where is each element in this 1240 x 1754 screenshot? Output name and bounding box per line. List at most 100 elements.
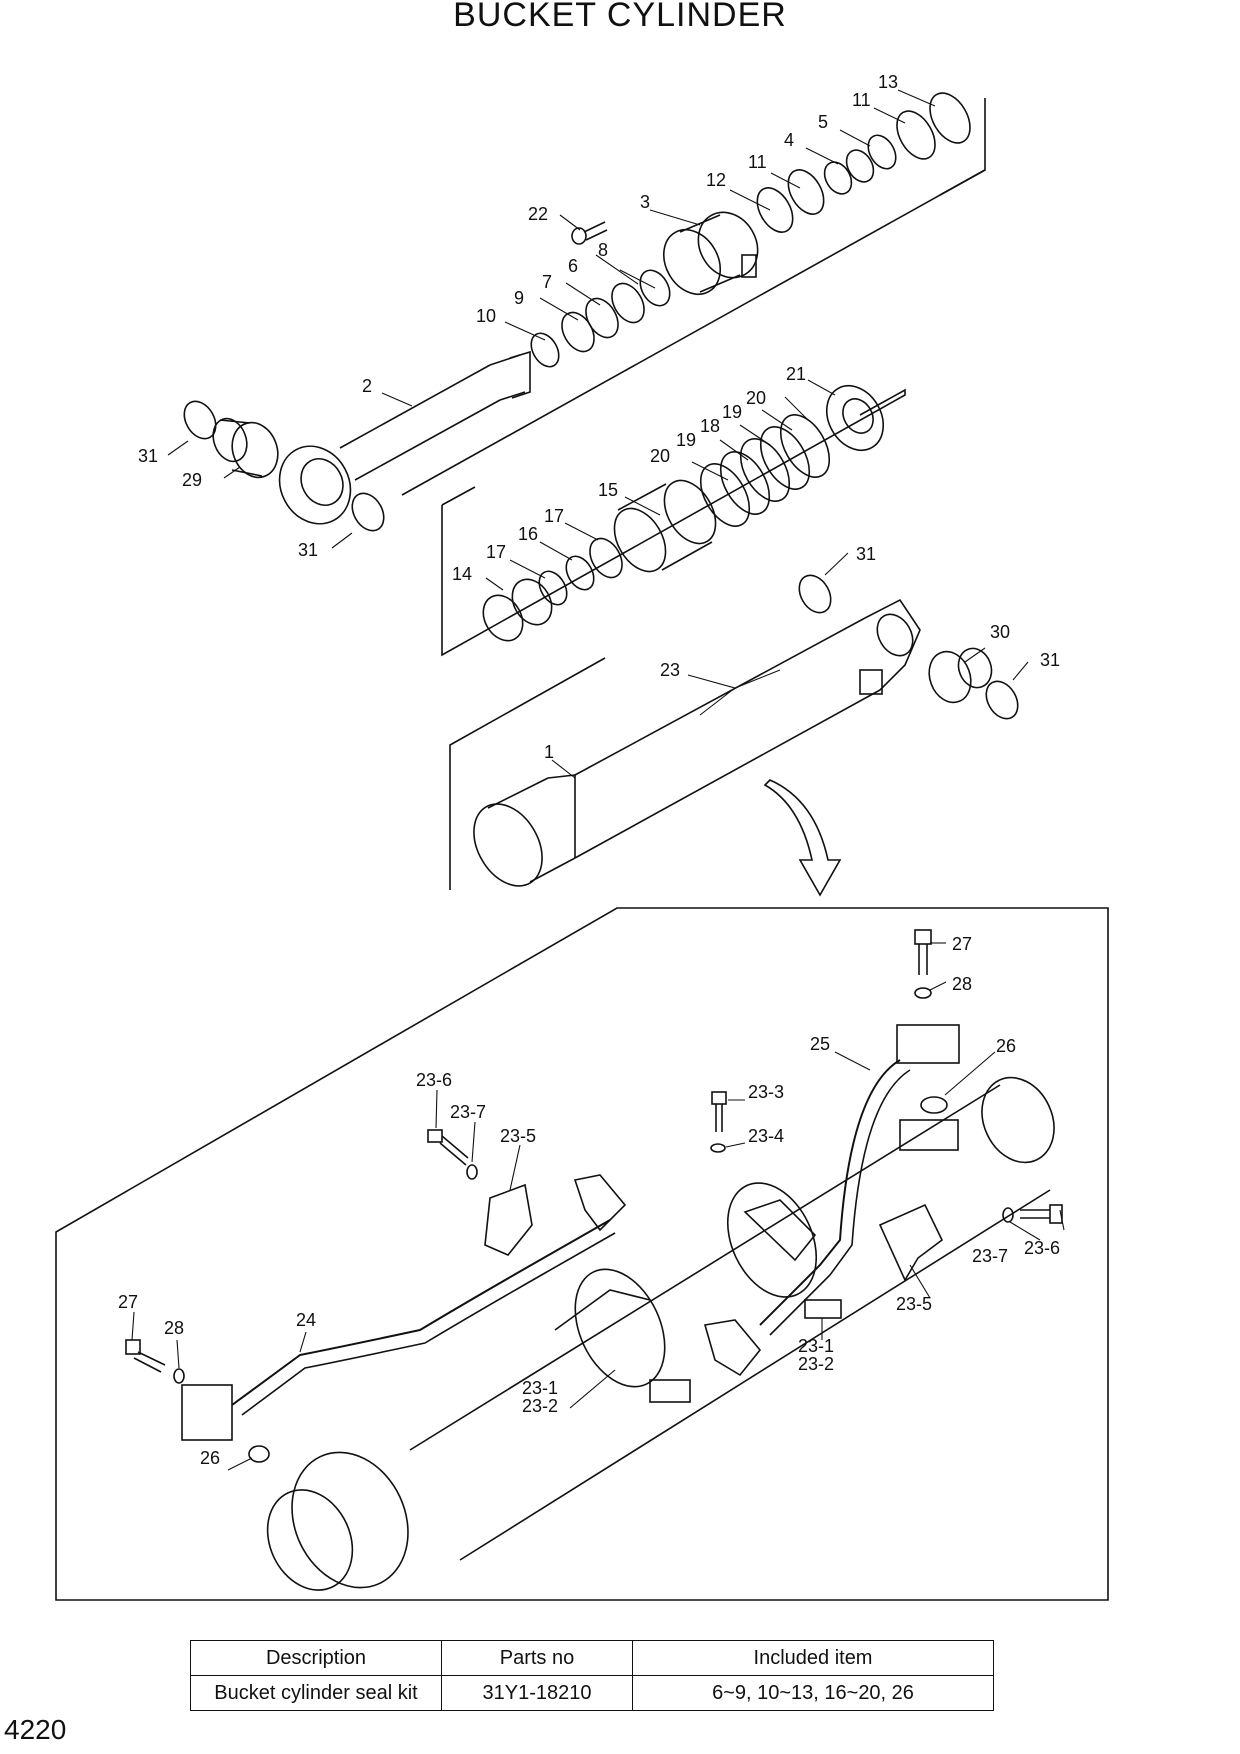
callout: 10 — [476, 306, 496, 326]
snap-ring-31b — [351, 492, 385, 532]
seal-11a — [787, 169, 825, 215]
callout: 28 — [952, 974, 972, 994]
bushing-4 — [823, 149, 875, 195]
seal-17b — [589, 537, 623, 579]
callout-labels: 13 11 5 4 11 12 3 22 8 6 7 9 10 2 31 29 … — [118, 72, 1060, 1468]
clamp-band-left — [554, 1268, 691, 1403]
cell-parts-no: 31Y1-18210 — [441, 1675, 633, 1711]
seal-9 — [561, 311, 595, 353]
bolt-23-3 — [711, 1091, 727, 1132]
elbow-fitting-right — [703, 1319, 762, 1377]
page-number: 4220 — [4, 1714, 67, 1745]
cushion-ring-14 — [482, 578, 553, 642]
seal-8 — [639, 269, 671, 307]
seal-19b — [759, 426, 811, 490]
cylinder-tube-1 — [473, 598, 921, 887]
exploded-parts-diagram: 13 11 5 4 11 12 3 22 8 6 7 9 10 2 31 29 … — [55, 72, 1109, 1601]
bolt-23-6-left — [427, 1129, 469, 1166]
callout: 14 — [452, 564, 472, 584]
clamp-band-right — [726, 1182, 818, 1298]
callout: 31 — [856, 544, 876, 564]
callout: 12 — [706, 170, 726, 190]
seal-kit-table: Description Parts no Included item Bucke… — [190, 1640, 994, 1711]
callout: 23-2 — [522, 1396, 558, 1416]
washer-28-top — [914, 987, 932, 999]
tube-group-frame — [449, 657, 606, 890]
seal-5 — [867, 134, 897, 170]
direction-arrow-icon — [763, 779, 842, 897]
pipe-25 — [759, 1059, 901, 1326]
piston-rod — [278, 350, 531, 525]
detail-frame — [55, 907, 1109, 1601]
callout: 31 — [298, 540, 318, 560]
rod-cover-3 — [662, 211, 759, 295]
leader-lines — [131, 89, 1065, 1471]
callout: 23-3 — [748, 1082, 784, 1102]
callout: 15 — [598, 480, 618, 500]
elbow-fitting-left — [573, 1174, 627, 1232]
snap-ring-31d — [985, 680, 1019, 720]
washer-23-7-right — [1002, 1207, 1014, 1223]
callout: 23-7 — [450, 1102, 486, 1122]
seal-20b — [779, 414, 831, 478]
seal-10 — [530, 332, 560, 368]
callout: 20 — [746, 388, 766, 408]
washer-23-7-left — [466, 1164, 478, 1180]
rod-group-frame — [401, 98, 986, 496]
flange-top-lower — [899, 1119, 959, 1151]
callout: 23-1 — [798, 1336, 834, 1356]
callout: 27 — [952, 934, 972, 954]
column-header-included-item: Included item — [632, 1640, 994, 1676]
seal-6 — [611, 282, 645, 324]
table-row: Bucket cylinder seal kit 31Y1-18210 6~9,… — [190, 1675, 994, 1711]
piston-15 — [613, 479, 717, 573]
column-header-description: Description — [190, 1640, 442, 1676]
flange-top — [896, 1024, 960, 1064]
table-header-row: Description Parts no Included item — [190, 1640, 994, 1676]
callout: 17 — [486, 542, 506, 562]
cell-included-item: 6~9, 10~13, 16~20, 26 — [632, 1675, 994, 1711]
callout: 5 — [818, 112, 828, 132]
callout: 24 — [296, 1310, 316, 1330]
callout: 23-6 — [1024, 1238, 1060, 1258]
seal-20a — [699, 463, 751, 527]
seal-19a — [719, 451, 771, 515]
callout: 3 — [640, 192, 650, 212]
callout: 2 — [362, 376, 372, 396]
bushing-30 — [928, 647, 993, 704]
callout: 20 — [650, 446, 670, 466]
callout: 25 — [810, 1034, 830, 1054]
seal-13 — [929, 92, 971, 144]
callout: 30 — [990, 622, 1010, 642]
callout: 1 — [544, 742, 554, 762]
seal-7 — [585, 297, 619, 339]
callout: 4 — [784, 130, 794, 150]
bushing-29 — [212, 417, 279, 479]
page-title: BUCKET CYLINDER — [453, 0, 787, 34]
callout: 29 — [182, 470, 202, 490]
nut-21 — [825, 385, 885, 451]
bolt-22 — [571, 221, 608, 245]
callout: 9 — [514, 288, 524, 308]
flange-left — [181, 1384, 233, 1441]
callout: 23-1 — [522, 1378, 558, 1398]
callout: 28 — [164, 1318, 184, 1338]
callout: 31 — [138, 446, 158, 466]
seal-11b — [896, 110, 936, 160]
callout: 23 — [660, 660, 680, 680]
callout: 22 — [528, 204, 548, 224]
clamp-23-5-left — [484, 1183, 533, 1256]
column-header-parts-no: Parts no — [441, 1640, 633, 1676]
callout: 26 — [200, 1448, 220, 1468]
callout: 26 — [996, 1036, 1016, 1056]
callout: 23-4 — [748, 1126, 784, 1146]
callout: 23-5 — [896, 1294, 932, 1314]
clamp-23-5-right — [878, 1203, 944, 1282]
washer-28-left — [173, 1368, 185, 1384]
callout: 21 — [786, 364, 806, 384]
callout: 31 — [1040, 650, 1060, 670]
callout: 8 — [598, 240, 608, 260]
snap-ring-31a — [183, 400, 217, 440]
pipe-24-inner — [241, 1232, 616, 1416]
bolt-23-6-right — [1020, 1204, 1063, 1224]
